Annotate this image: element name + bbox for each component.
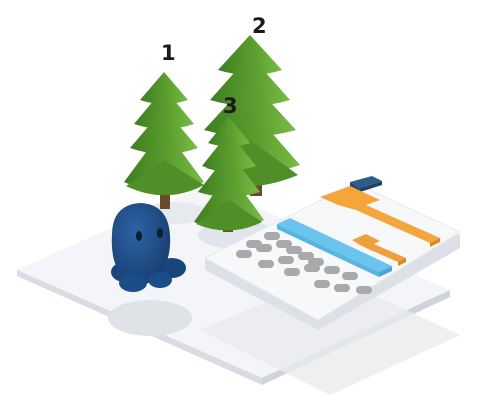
key[interactable] [278, 256, 294, 264]
key[interactable] [264, 232, 280, 240]
key[interactable] [342, 272, 358, 280]
key[interactable] [256, 244, 272, 252]
key[interactable] [324, 266, 340, 274]
display-bar [277, 218, 392, 277]
accent-tab [350, 176, 382, 188]
orange-bar-small [352, 234, 406, 266]
left-eye [136, 231, 142, 241]
keypad [236, 232, 372, 294]
key[interactable] [298, 252, 314, 260]
key[interactable] [314, 280, 330, 288]
key[interactable] [258, 260, 274, 268]
key[interactable] [276, 240, 292, 248]
key[interactable] [334, 284, 350, 292]
orange-bar-large [320, 186, 440, 247]
calculator-panel [203, 176, 462, 330]
tree-3 [194, 117, 264, 232]
key[interactable] [286, 246, 302, 254]
tree-label-1: 1 [161, 41, 176, 65]
tree-label-2: 2 [252, 14, 267, 38]
key[interactable] [236, 250, 252, 258]
blue-blob-character-icon [111, 203, 186, 292]
key[interactable] [356, 286, 372, 294]
tree-1 [124, 72, 204, 209]
right-eye [157, 228, 163, 238]
key[interactable] [284, 268, 300, 276]
key[interactable] [304, 264, 320, 272]
tree-label-3: 3 [223, 94, 238, 118]
